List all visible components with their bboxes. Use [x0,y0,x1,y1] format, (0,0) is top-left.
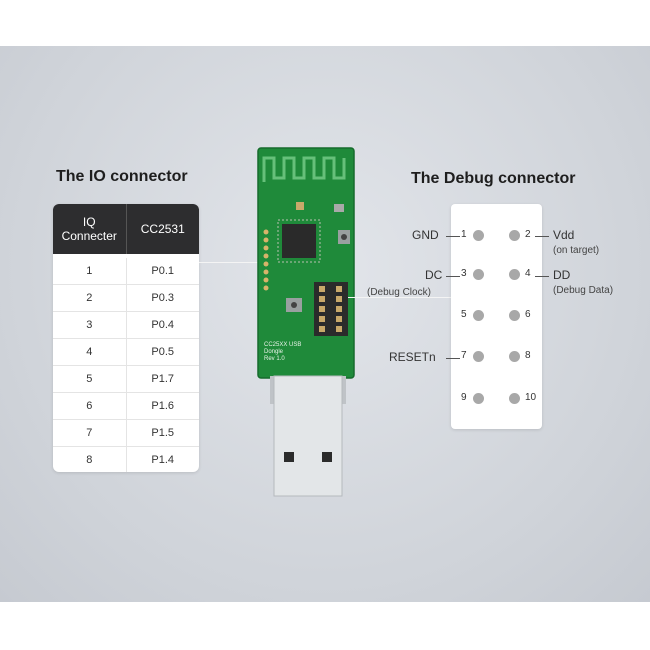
table-row: 4 P0.5 [53,338,199,365]
port-cell: P0.1 [151,265,175,277]
table-row: 8 P1.4 [53,446,199,472]
silkscreen-line-1: CC25XX USB [264,342,301,348]
antenna-trace [262,156,346,182]
header-cc2531-label: CC2531 [140,222,185,236]
debug-connector-box: 1 2 3 4 5 6 7 8 9 10 [451,204,542,429]
port-cell: P1.4 [151,454,175,466]
pin-number-2: 2 [525,229,531,240]
pin-10 [509,393,520,404]
table-row: 7 P1.5 [53,419,199,446]
header-cc2531: CC2531 [127,204,200,254]
debug-leader-line [348,297,451,298]
io-table-header: IQ Connecter CC2531 [53,204,199,254]
pin-cell: 4 [53,339,127,365]
pin-number-5: 5 [461,309,467,320]
dc-note: (Debug Clock) [367,287,431,298]
port-cell: P1.7 [151,373,175,385]
port-cell: P1.5 [151,427,175,439]
pin-2 [509,230,520,241]
gnd-label: GND [412,228,439,242]
pin-5 [473,310,484,321]
header-iq-connecter: IQ Connecter [53,204,127,254]
dc-connector-line [446,276,460,277]
pin-cell: 1 [53,258,127,284]
io-pads [263,229,269,291]
reset-connector-line [446,358,460,359]
cc2531-chip [282,224,316,258]
port-cell: P0.3 [151,292,175,304]
pin-number-1: 1 [461,229,467,240]
pin-cell: 3 [53,312,127,338]
debug-connector-title: The Debug connector [411,170,576,187]
pin-cell: 7 [53,420,127,446]
silkscreen-line-2: Dongle [264,349,284,355]
pin-9 [473,393,484,404]
usb-dongle-image: CC25XX USB Dongle Rev 1.0 [257,147,355,497]
port-cell: P0.4 [151,319,175,331]
pin-number-4: 4 [525,268,531,279]
dc-label: DC [425,268,443,282]
table-row: 6 P1.6 [53,392,199,419]
pin-1 [473,230,484,241]
io-connector-title: The IO connector [56,168,188,185]
table-row: 1 P0.1 [53,258,199,284]
silkscreen-line-3: Rev 1.0 [264,356,285,362]
vdd-label: Vdd [553,228,575,242]
pin-cell: 8 [53,447,127,472]
pin-number-9: 9 [461,392,467,403]
vdd-connector-line [535,236,549,237]
pin-number-6: 6 [525,309,531,320]
pin-number-3: 3 [461,268,467,279]
dd-label: DD [553,268,571,282]
pin-number-10: 10 [525,392,537,403]
pin-7 [473,351,484,362]
pin-cell: 5 [53,366,127,392]
pin-8 [509,351,520,362]
pin-6 [509,310,520,321]
pin-3 [473,269,484,280]
reset-label: RESETn [389,350,436,364]
pin-4 [509,269,520,280]
gnd-connector-line [446,236,460,237]
table-row: 3 P0.4 [53,311,199,338]
usb-plug [273,375,343,497]
vdd-note: (on target) [553,245,600,256]
pin-number-8: 8 [525,350,531,361]
port-cell: P1.6 [151,400,175,412]
dd-note: (Debug Data) [553,285,614,296]
header-iq-connecter-label: IQ Connecter [61,215,117,243]
pin-cell: 2 [53,285,127,311]
io-leader-line [199,262,267,263]
port-cell: P0.5 [151,346,175,358]
pin-number-7: 7 [461,350,467,361]
dd-connector-line [535,276,549,277]
table-row: 2 P0.3 [53,284,199,311]
table-row: 5 P1.7 [53,365,199,392]
pin-cell: 6 [53,393,127,419]
